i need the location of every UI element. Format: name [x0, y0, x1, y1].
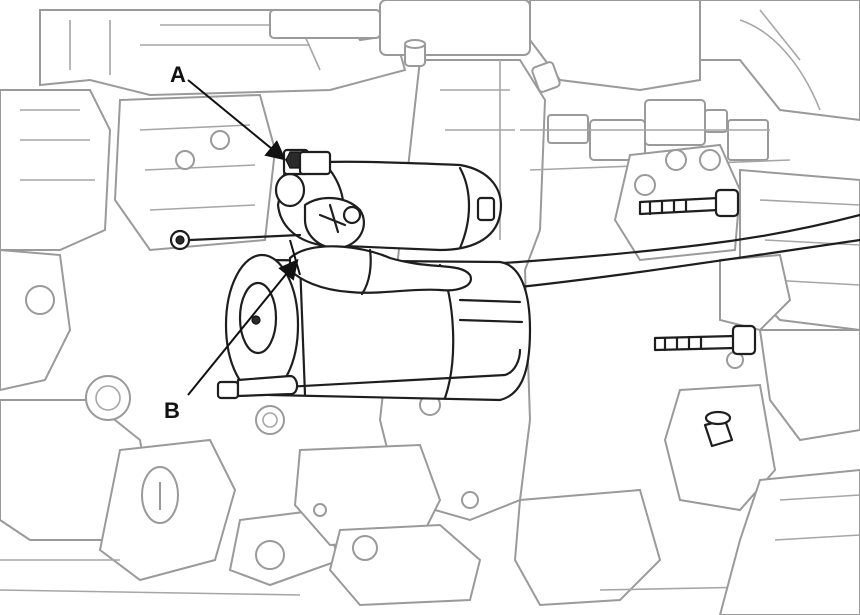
starter-motor — [216, 148, 532, 402]
callout-b-tick — [289, 239, 301, 276]
mounting-bolt-upper — [638, 188, 740, 218]
callout-b-leader — [187, 258, 299, 396]
bracket-line — [188, 233, 302, 242]
callout-label-a: A — [170, 62, 186, 87]
starter-motor-body — [258, 258, 532, 402]
drive-housing — [224, 253, 300, 397]
bolt-icon — [169, 229, 191, 251]
through-bolt — [228, 348, 522, 392]
stud-bolt-right — [531, 61, 561, 93]
terminal-nut-a — [282, 148, 332, 176]
callout-label-b: B — [164, 398, 180, 423]
nut-lower-right — [703, 410, 734, 448]
mounting-bolt-lower — [653, 324, 757, 356]
stud-bolt-top — [404, 39, 426, 67]
mounting-bolt-b — [216, 374, 299, 400]
callout-a-leader — [187, 79, 287, 161]
starter-solenoid — [274, 160, 503, 252]
